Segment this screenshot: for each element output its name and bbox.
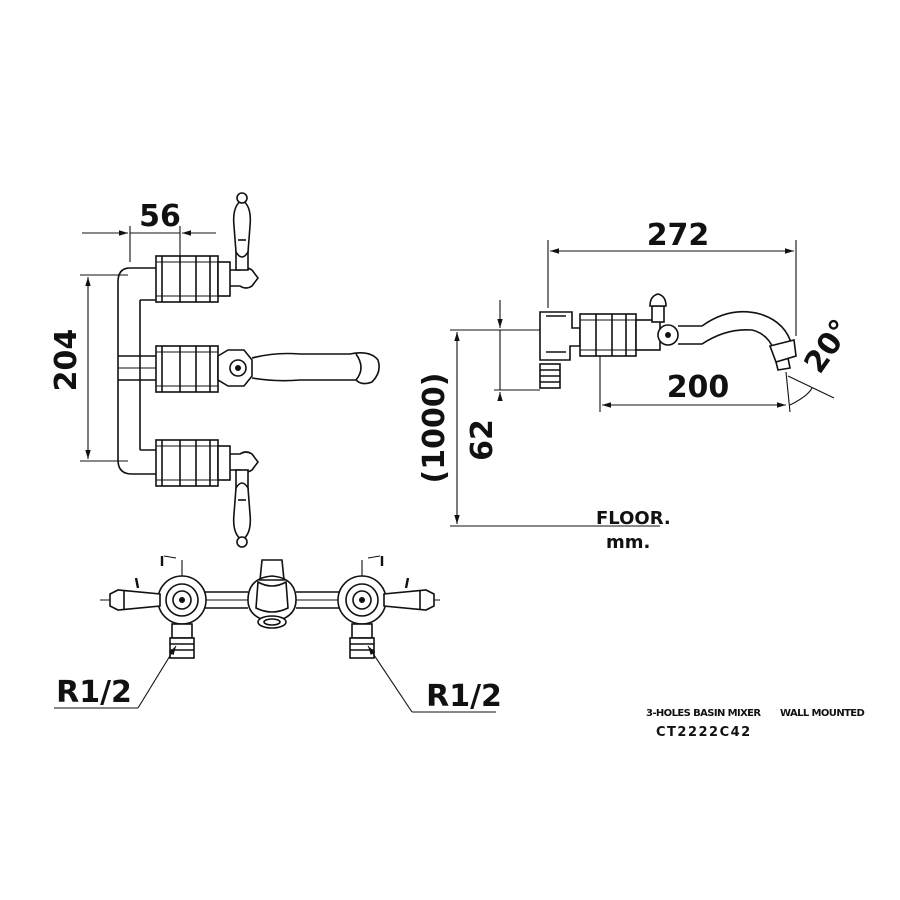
dim-56: 56 (139, 199, 181, 234)
thread-label-left: R1/2 (56, 675, 132, 710)
unit-label: mm. (606, 532, 650, 553)
top-view (54, 555, 496, 713)
product-description: 3-HOLES BASIN MIXER (646, 708, 761, 719)
top-valve (155, 192, 259, 303)
dim-1000: (1000) (417, 373, 452, 484)
product-mounting: WALL MOUNTED (780, 708, 865, 719)
dim-20-degrees: 20° (798, 313, 859, 380)
front-view (80, 192, 380, 548)
thread-label-right: R1/2 (426, 679, 502, 714)
dim-62: 62 (465, 419, 500, 461)
middle-spout (155, 345, 380, 393)
side-view (450, 240, 835, 527)
floor-label: FLOOR. (596, 508, 671, 529)
bottom-valve (155, 439, 259, 548)
dim-272: 272 (647, 218, 710, 253)
dim-204: 204 (49, 329, 84, 392)
dim-200: 200 (667, 370, 730, 405)
product-model: CT2222C42 (656, 725, 752, 740)
